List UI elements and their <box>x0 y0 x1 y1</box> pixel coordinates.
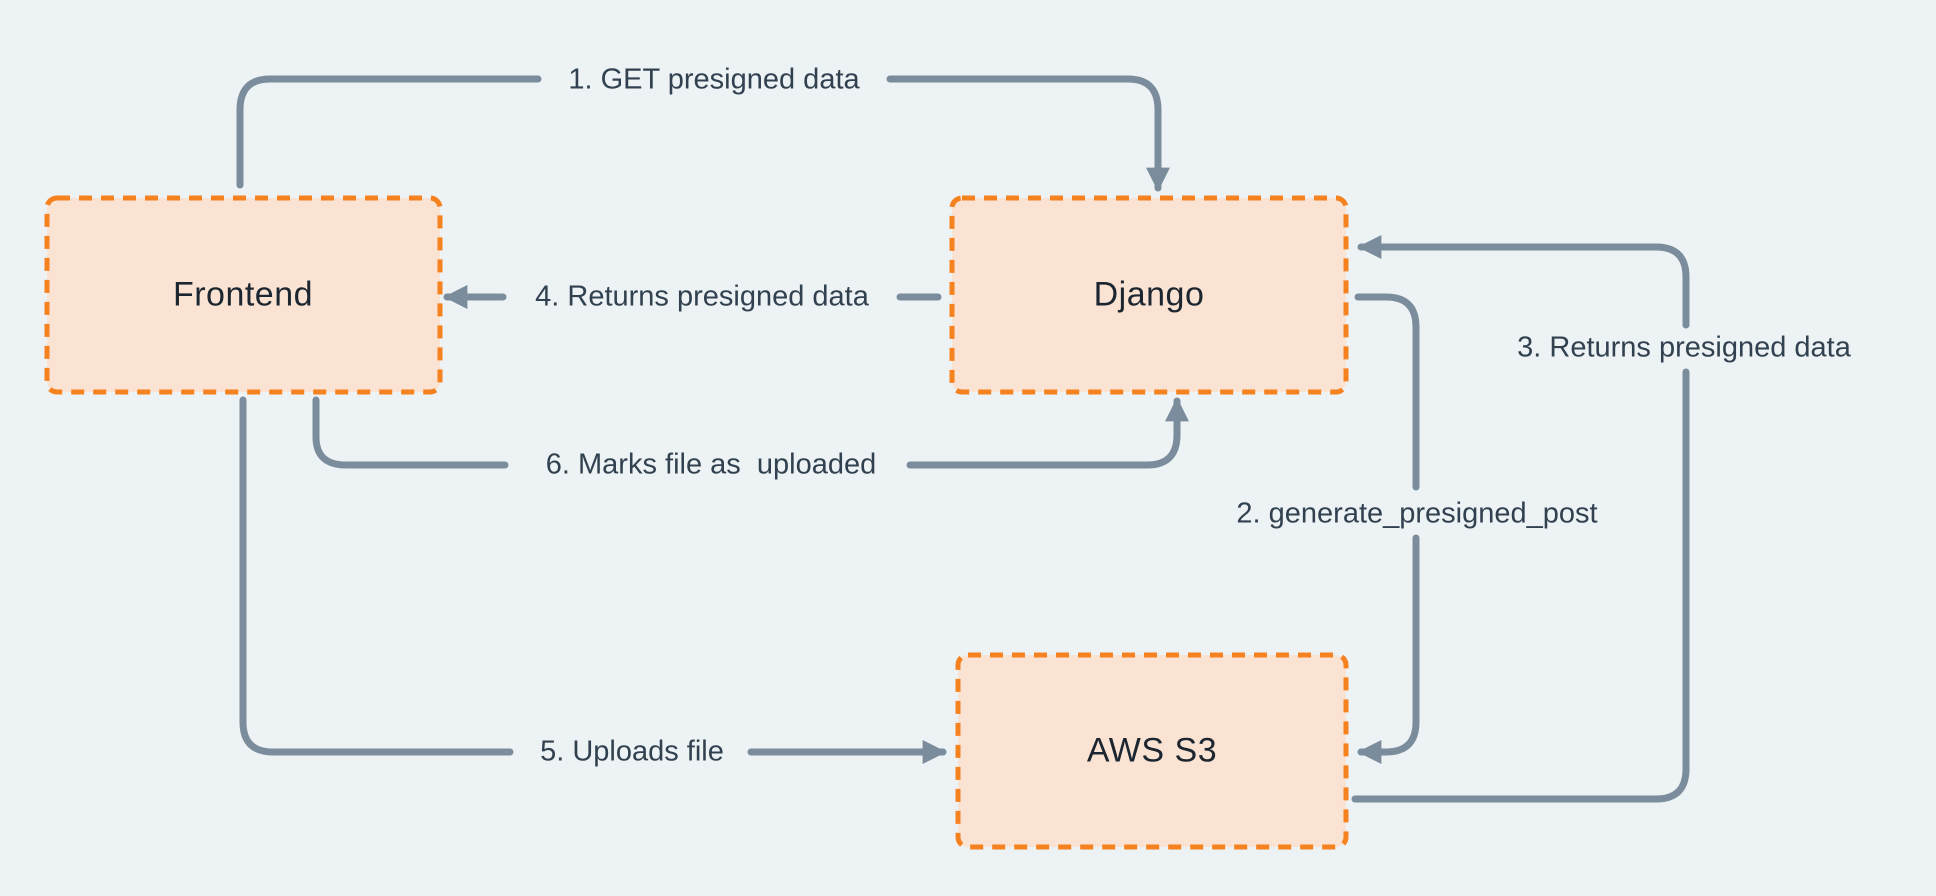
frontend-node-label: Frontend <box>172 275 314 314</box>
arrow-1-get-presigned-data <box>236 75 1170 192</box>
frontend-box <box>44 195 443 395</box>
arrow-6-marks-file-uploaded <box>312 396 1189 469</box>
step-5-label: 5. Uploads file <box>540 735 724 768</box>
arrow-2-generate-presigned-post <box>1354 293 1420 764</box>
django-box <box>949 195 1349 395</box>
arrow-3-returns-presigned-data <box>1351 235 1690 803</box>
aws-s3-box <box>955 652 1349 850</box>
step-3-label: 3. Returns presigned data <box>1517 331 1851 364</box>
django-node-label: Django <box>1093 275 1205 314</box>
step-1-label: 1. GET presigned data <box>568 63 860 96</box>
aws-s3-node-label: AWS S3 <box>1086 731 1218 770</box>
arrow-5-uploads-file <box>239 396 947 764</box>
step-2-label: 2. generate_presigned_post <box>1236 497 1598 530</box>
step-4-label: 4. Returns presigned data <box>535 280 869 313</box>
step-6-label: 6. Marks file as uploaded <box>545 448 877 481</box>
